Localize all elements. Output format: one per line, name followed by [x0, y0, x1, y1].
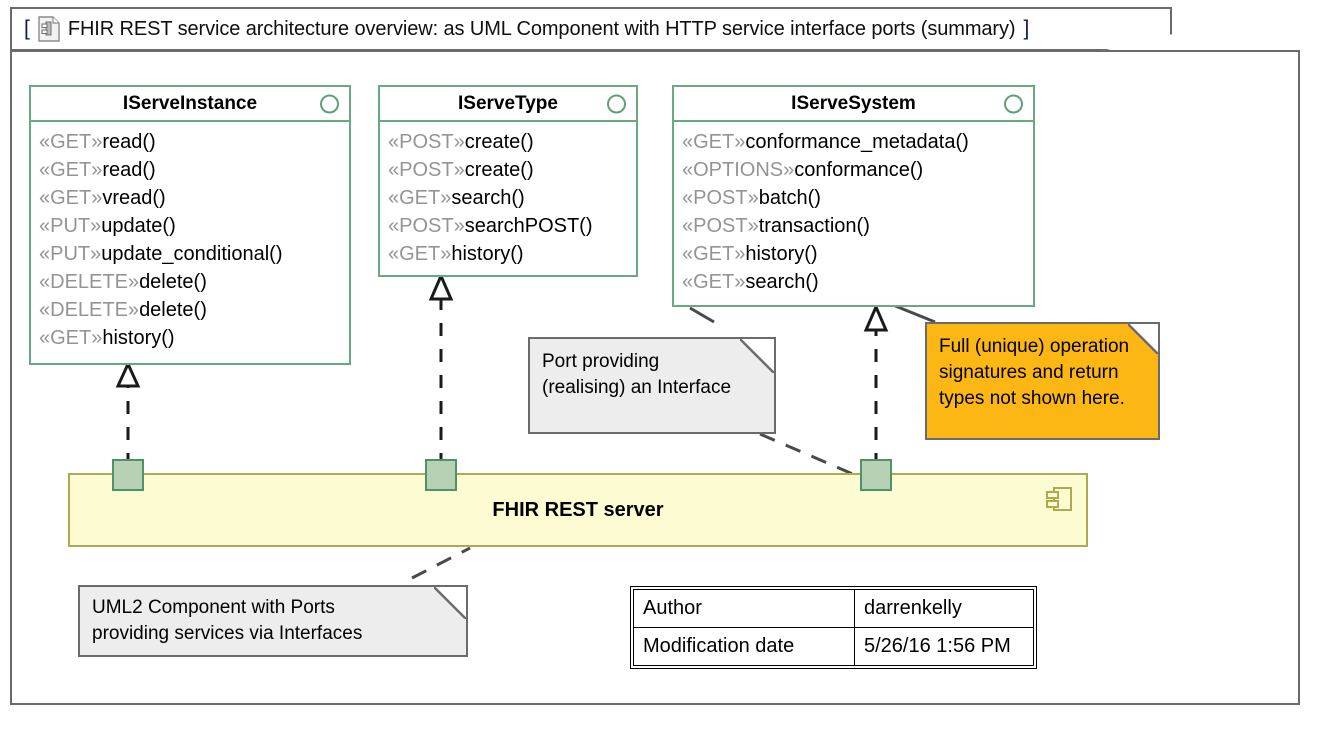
operation-signature: delete()	[139, 299, 207, 321]
operation-stereotype: «GET»	[682, 131, 746, 153]
note-signatures: Full (unique) operation signatures and r…	[925, 322, 1160, 440]
interface-name: IServeSystem	[791, 92, 916, 114]
operation-stereotype: «GET»	[388, 243, 452, 265]
port-iservesystem[interactable]	[860, 459, 892, 491]
operation-stereotype: «POST»	[388, 159, 465, 181]
table-cell-key: Modification date	[633, 627, 855, 666]
port-iservetype[interactable]	[425, 459, 457, 491]
operation-row: «GET»conformance_metadata()	[682, 128, 1033, 156]
operation-signature: batch()	[758, 187, 821, 209]
interface-name: IServeType	[458, 92, 558, 114]
operation-signature: delete()	[139, 271, 207, 293]
operation-row: «DELETE»delete()	[39, 296, 349, 324]
component-name: FHIR REST server	[492, 498, 664, 521]
operation-stereotype: «GET»	[39, 187, 103, 209]
operation-row: «POST»transaction()	[682, 212, 1033, 240]
table-cell-key: Author	[633, 589, 855, 628]
operation-row: «POST»create()	[388, 156, 636, 184]
table-row: Author darrenkelly	[633, 589, 1034, 628]
interface-iservetype[interactable]: IServeType «POST»create() «POST»create()…	[378, 85, 638, 277]
operation-row: «OPTIONS»conformance()	[682, 156, 1033, 184]
operation-row: «GET»vread()	[39, 184, 349, 212]
note-text: Port providing (realising) an Interface	[542, 351, 732, 398]
operation-signature: update_conditional()	[101, 243, 283, 265]
operation-row: «GET»search()	[682, 268, 1033, 296]
operation-row: «GET»history()	[682, 240, 1033, 268]
page-title: FHIR REST service architecture overview:…	[67, 17, 1016, 40]
operation-signature: search()	[451, 187, 525, 209]
interface-circle-icon	[607, 94, 626, 113]
operation-stereotype: «DELETE»	[39, 271, 140, 293]
operation-stereotype: «GET»	[682, 271, 746, 293]
operation-stereotype: «PUT»	[39, 215, 102, 237]
operation-stereotype: «GET»	[388, 187, 452, 209]
uml-document-icon	[38, 16, 60, 42]
operation-signature: read()	[102, 131, 156, 153]
note-component-ports: UML2 Component with Ports providing serv…	[78, 585, 468, 657]
operation-stereotype: «POST»	[388, 215, 465, 237]
note-port-providing: Port providing (realising) an Interface	[528, 337, 776, 434]
interface-circle-icon	[1004, 94, 1023, 113]
note-fold-icon	[1128, 324, 1158, 354]
note-text: UML2 Component with Ports providing serv…	[92, 597, 363, 644]
operation-row: «GET»history()	[39, 324, 349, 352]
operation-signature: create()	[464, 131, 534, 153]
note-fold-icon	[740, 339, 774, 373]
interface-circle-icon	[320, 94, 339, 113]
operation-stereotype: «PUT»	[39, 243, 102, 265]
operation-row: «DELETE»delete()	[39, 268, 349, 296]
operation-row: «GET»search()	[388, 184, 636, 212]
operation-stereotype: «POST»	[388, 131, 465, 153]
table-cell-value: 5/26/16 1:56 PM	[854, 627, 1034, 666]
operation-row: «GET»read()	[39, 128, 349, 156]
operation-stereotype: «GET»	[39, 159, 103, 181]
note-fold-icon	[434, 587, 466, 619]
interface-header: IServeInstance	[31, 87, 349, 122]
operation-signature: history()	[451, 243, 524, 265]
operation-signature: search()	[745, 271, 819, 293]
interface-operations: «GET»conformance_metadata() «OPTIONS»con…	[674, 122, 1033, 304]
interface-name: IServeInstance	[122, 92, 258, 114]
operation-stereotype: «DELETE»	[39, 299, 140, 321]
operation-stereotype: «OPTIONS»	[682, 159, 795, 181]
operation-stereotype: «POST»	[682, 187, 759, 209]
operation-row: «PUT»update()	[39, 212, 349, 240]
component-fhir-rest-server[interactable]: FHIR REST server	[68, 473, 1088, 547]
operation-signature: create()	[464, 159, 534, 181]
operation-row: «GET»read()	[39, 156, 349, 184]
operation-signature: conformance_metadata()	[745, 131, 969, 153]
interface-header: IServeSystem	[674, 87, 1033, 122]
diagram-title-tab: [ FHIR REST service architecture overvie…	[10, 7, 1172, 51]
interface-operations: «GET»read() «GET»read() «GET»vread() «PU…	[31, 122, 349, 360]
interface-iserveinstance[interactable]: IServeInstance «GET»read() «GET»read() «…	[29, 85, 351, 365]
bracket-close: ]	[1023, 17, 1030, 40]
operation-signature: history()	[745, 243, 818, 265]
table-row: Modification date 5/26/16 1:56 PM	[633, 627, 1034, 666]
bracket-open: [	[24, 17, 30, 40]
operation-row: «POST»batch()	[682, 184, 1033, 212]
operation-row: «PUT»update_conditional()	[39, 240, 349, 268]
operation-signature: conformance()	[794, 159, 924, 181]
operation-signature: vread()	[102, 187, 166, 209]
interface-operations: «POST»create() «POST»create() «GET»searc…	[380, 122, 636, 276]
uml-component-icon	[1046, 487, 1072, 511]
operation-row: «POST»create()	[388, 128, 636, 156]
interface-iservesystem[interactable]: IServeSystem «GET»conformance_metadata()…	[672, 85, 1035, 307]
table-cell-value: darrenkelly	[854, 589, 1034, 628]
operation-signature: searchPOST()	[464, 215, 593, 237]
operation-signature: history()	[102, 327, 175, 349]
operation-stereotype: «GET»	[39, 131, 103, 153]
operation-row: «GET»history()	[388, 240, 636, 268]
note-text: Full (unique) operation signatures and r…	[939, 336, 1130, 409]
operation-signature: update()	[101, 215, 176, 237]
operation-stereotype: «GET»	[39, 327, 103, 349]
port-iserveinstance[interactable]	[112, 459, 144, 491]
operation-signature: transaction()	[758, 215, 870, 237]
operation-stereotype: «POST»	[682, 215, 759, 237]
operation-stereotype: «GET»	[682, 243, 746, 265]
operation-row: «POST»searchPOST()	[388, 212, 636, 240]
interface-header: IServeType	[380, 87, 636, 122]
operation-signature: read()	[102, 159, 156, 181]
metadata-table: Author darrenkelly Modification date 5/2…	[630, 586, 1037, 669]
